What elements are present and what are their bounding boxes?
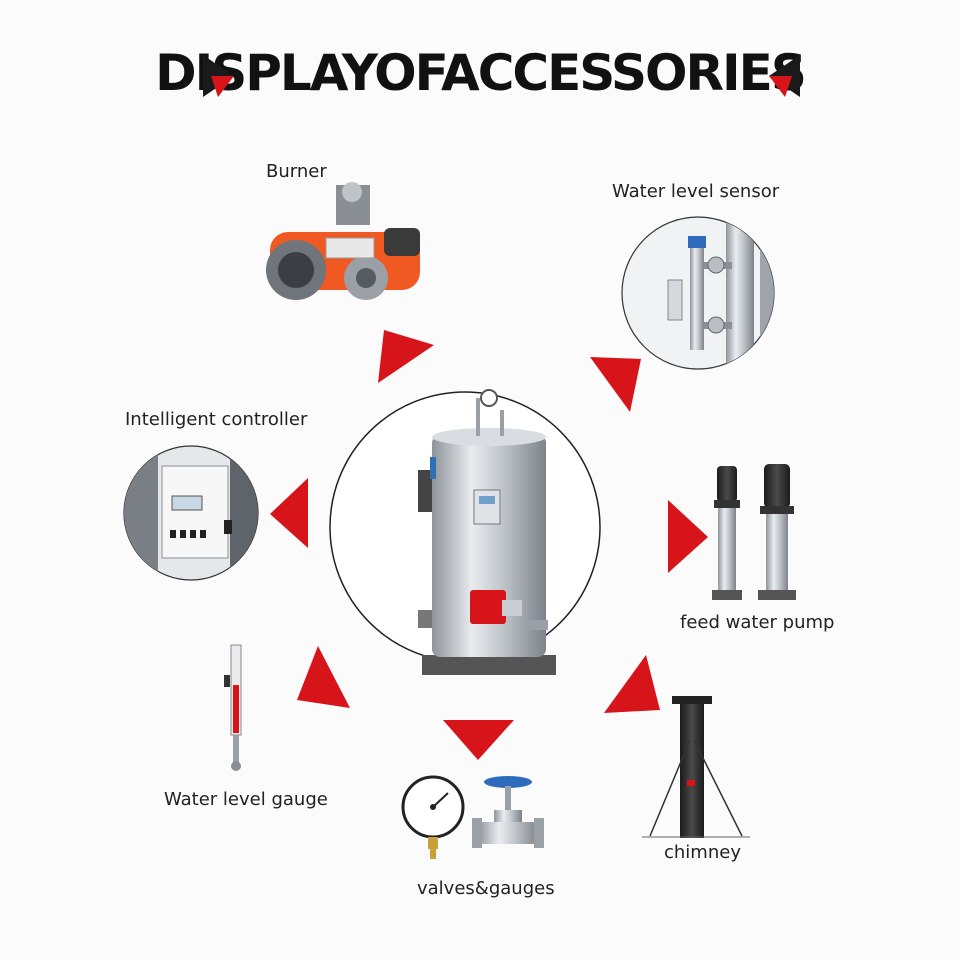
intelligent-controller-label: Intelligent controller xyxy=(125,409,308,430)
water-level-sensor-label: Water level sensor xyxy=(612,181,780,202)
arrow-to-gauge-icon xyxy=(297,646,350,708)
arrow-to-burner-icon xyxy=(378,330,434,383)
page-title: DISPLAYOFACCESSORIES xyxy=(155,44,807,102)
title-left-arrow-icon xyxy=(203,55,234,97)
arrow-to-pump-icon xyxy=(668,500,708,573)
burner-label: Burner xyxy=(266,161,327,182)
arrow-to-chimney-icon xyxy=(604,655,660,713)
water-level-gauge-label: Water level gauge xyxy=(164,789,328,810)
gauge-icon xyxy=(224,644,242,771)
arrow-to-sensor-icon xyxy=(590,357,641,412)
title-right-arrow-icon xyxy=(769,55,800,97)
arrow-to-controller-icon xyxy=(270,478,308,548)
steam-boiler-icon xyxy=(418,389,556,675)
chimney-label: chimney xyxy=(664,842,741,863)
chimney-icon xyxy=(642,696,750,838)
arrow-to-valves-icon xyxy=(443,720,514,760)
valve-icon xyxy=(401,775,544,859)
burner-icon xyxy=(266,182,420,300)
pump-icon xyxy=(712,464,796,600)
valves-gauges-label: valves&gauges xyxy=(417,878,555,899)
feed-water-pump-label: feed water pump xyxy=(680,612,835,633)
